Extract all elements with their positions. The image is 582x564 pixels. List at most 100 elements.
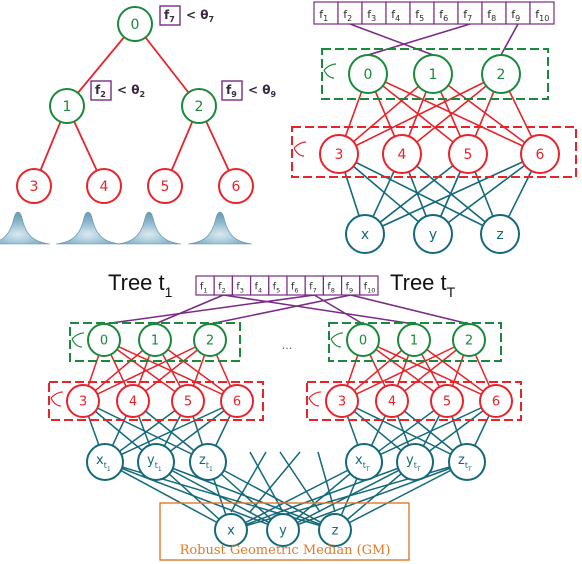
forest-feature-cell-label: f6 — [291, 282, 299, 295]
tree-first-title: Tree t1 — [108, 270, 173, 300]
last-split-node-0 — [346, 323, 380, 357]
gaussian-leaf-icon — [187, 211, 253, 245]
first-feature-edge — [209, 294, 351, 325]
tree-leaf-node-4-label: 4 — [100, 179, 109, 195]
first-split-node-0-label: 0 — [100, 334, 108, 349]
forest-feature-cell-label: f4 — [255, 282, 263, 295]
first-leaf-node-3-label: 3 — [79, 395, 87, 410]
first-leaf-node-4 — [116, 384, 150, 418]
last-split-node-2 — [452, 323, 486, 357]
net-leaf-node-5-label: 5 — [464, 147, 473, 163]
output-to-median-edge — [104, 461, 232, 531]
split-right-box — [221, 80, 243, 101]
net-split-node-1 — [413, 54, 453, 94]
feature-cell-cell — [529, 1, 555, 25]
first-leaf-node-3 — [66, 384, 100, 418]
tree-leaf-node-5-label: 5 — [161, 179, 170, 195]
net-output-node-y-label: y — [429, 227, 437, 243]
last-leaf-node-3-label: 3 — [338, 395, 346, 410]
last-leaf-output-edge — [363, 400, 497, 463]
leaf-output-edge — [432, 153, 541, 235]
net-output-node-z — [480, 214, 520, 254]
first-leaf-node-4-label: 4 — [129, 395, 137, 410]
split-layer-box-squiggle — [323, 63, 337, 79]
last-leaf-node-3 — [325, 384, 359, 418]
net-split-node-2 — [481, 54, 521, 94]
feature-edge — [500, 23, 519, 56]
feature-cell-label: f9 — [511, 8, 520, 23]
tree-last-title: Tree tT — [390, 270, 456, 300]
net-leaf-node-6 — [520, 134, 560, 174]
forest-feature-cell-label: f1 — [200, 282, 208, 295]
split-leaf-edge — [432, 73, 541, 155]
net-leaf-node-5 — [448, 134, 488, 174]
first-split-node-2-label: 2 — [206, 334, 214, 349]
net-leaf-node-4 — [382, 134, 422, 174]
first-output-node-x — [86, 443, 124, 481]
tree-split-node-0-label: 0 — [131, 17, 140, 33]
split-left-box — [90, 80, 112, 101]
net-split-node-0 — [348, 54, 388, 94]
first-split-node-1-label: 1 — [151, 334, 159, 349]
first-feature-edge — [154, 294, 224, 325]
last-output-node-x — [345, 443, 383, 481]
net-leaf-node-3-label: 3 — [335, 147, 344, 163]
output-to-median-edge — [230, 461, 365, 531]
last-leaf-node-6-label: 6 — [492, 395, 500, 410]
net-split-node-0-label: 0 — [364, 67, 373, 83]
tree-split-node-1-label: 1 — [63, 99, 72, 115]
feature-cell-label: f7 — [463, 8, 472, 23]
first-leaf-node-6-label: 6 — [233, 395, 241, 410]
forest-feature-cell-label: f2 — [218, 282, 226, 295]
last-split-node-2-label: 2 — [465, 334, 473, 349]
tree-split-node-1 — [49, 88, 85, 124]
tree-leaf-node-5 — [147, 168, 183, 204]
first-split-node-1 — [138, 323, 172, 357]
median-output-node-z — [318, 513, 352, 547]
forest-feature-cell-label: f9 — [346, 282, 354, 295]
last-leaf-node-5-label: 5 — [443, 395, 451, 410]
output-to-median-edge — [282, 461, 468, 531]
last-split-layer-box-squiggle — [330, 332, 344, 348]
tree-leaf-node-6-label: 6 — [232, 179, 241, 195]
median-output-node-z-label: z — [332, 524, 339, 539]
geometric-median-label: Robust Geometric Median (GM) — [180, 543, 391, 558]
net-output-node-z-label: z — [496, 227, 503, 243]
hidden-tree-edge — [230, 451, 267, 513]
first-output-node-z — [189, 443, 227, 481]
feature-cell-label: f2 — [343, 8, 352, 23]
last-feature-edge — [313, 294, 364, 325]
median-output-node-y — [266, 513, 300, 547]
last-feature-edge — [223, 294, 415, 325]
split-left-feature: f2 — [95, 83, 106, 99]
tree-split-node-0 — [117, 6, 153, 42]
tree-leaf-node-3-label: 3 — [30, 179, 39, 195]
leaf-output-edge — [338, 153, 434, 235]
split-leaf-edge — [401, 73, 502, 155]
forest-feature-cell-label: f5 — [273, 282, 281, 295]
first-leaf-layer-box — [48, 381, 264, 421]
median-output-node-x-label: x — [227, 524, 235, 539]
first-split-layer-box-squiggle — [71, 332, 85, 348]
first-split-leaf-edge — [82, 339, 211, 402]
feature-cell-label: f8 — [487, 8, 496, 23]
last-leaf-node-4-label: 4 — [388, 395, 396, 410]
last-split-leaf-edge — [413, 339, 497, 402]
leaf-output-edge — [364, 153, 541, 235]
first-leaf-output-edge — [104, 400, 238, 463]
net-split-node-1-label: 1 — [429, 67, 438, 83]
first-output-node-y — [137, 443, 175, 481]
first-leaf-node-5-label: 5 — [184, 395, 192, 410]
feature-cell-label: f4 — [391, 8, 400, 23]
feature-cell-label: f5 — [415, 8, 424, 23]
leaf-layer-box — [291, 126, 577, 178]
first-split-leaf-edge — [154, 339, 238, 402]
last-leaf-node-4 — [375, 384, 409, 418]
last-split-node-1-label: 1 — [410, 334, 418, 349]
net-leaf-node-4-label: 4 — [398, 147, 407, 163]
gaussian-leaf-icon — [0, 211, 51, 245]
tree-leaf-node-4 — [86, 168, 122, 204]
net-output-node-y — [413, 214, 453, 254]
